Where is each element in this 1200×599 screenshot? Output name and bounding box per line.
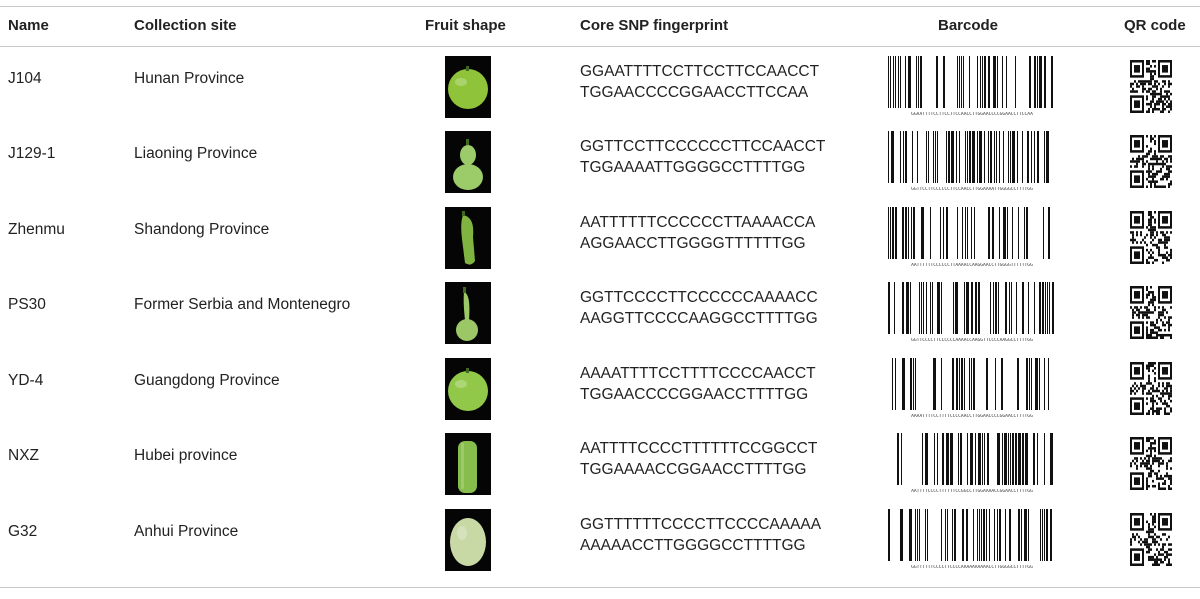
bottom-rule bbox=[0, 587, 1200, 588]
barcode-text: GGAATTTTCCTTCCTTCCAACCTTGGAACCCCGGAACCTT… bbox=[911, 112, 1033, 117]
table-row: G32 Anhui Province GGTTTTTTCCCCTTCCCCAAAAA… bbox=[0, 505, 1200, 581]
snp-line-1: GGTTTTTTCCCCTTCCCCAAAAA bbox=[580, 516, 822, 533]
barcode-image: AATTTTCCCCTTTTTTCCGGCCTTGGAAAACCGGAACCTT… bbox=[886, 433, 1058, 497]
cell-name: Zhenmu bbox=[8, 221, 65, 238]
table-row: YD-4 Guangdong Province AAAATTTTCCTTTTCCCC… bbox=[0, 354, 1200, 430]
barcode-image: AATTTTTTCCCCCCTTAAAACCAAGGAACCTTGGGGTTTT… bbox=[886, 207, 1058, 271]
cell-collection-site: Guangdong Province bbox=[134, 372, 280, 389]
fruit-photo bbox=[445, 282, 491, 344]
fruit-photo bbox=[445, 433, 491, 495]
qr-code-image bbox=[1130, 513, 1172, 566]
barcode-text: GGTTCCTTCCCCCCTTCCAACCTTGGAAAATTGGGGCCTT… bbox=[911, 187, 1033, 192]
qr-code-image bbox=[1130, 60, 1172, 113]
snp-line-2: TGGAACCCCGGAACCTTTTGG bbox=[580, 386, 809, 403]
barcode-image: GGTTTTTTCCCCTTCCCCAAAAAAAAAACCTTGGGGCCTT… bbox=[886, 509, 1058, 573]
fruit-photo bbox=[445, 207, 491, 269]
barcode-text: GGTTTTTTCCCCTTCCCCAAAAAAAAAACCTTGGGGCCTT… bbox=[911, 565, 1033, 570]
snp-fingerprint: GGTTCCCCTTCCCCCCAAAACC AAGGTTCCCCAAGGCCTT… bbox=[580, 287, 818, 329]
barcode-image: GGTTCCCCTTCCCCCCAAAACCAAGGTTCCCCAAGGCCTT… bbox=[886, 282, 1058, 346]
snp-line-2: TGGAAAATTGGGGCCTTTTGG bbox=[580, 159, 806, 176]
header-barcode: Barcode bbox=[938, 17, 999, 34]
cell-name: PS30 bbox=[8, 296, 46, 313]
snp-line-1: AATTTTTTCCCCCCTTAAAACCA bbox=[580, 214, 816, 231]
cell-name: YD-4 bbox=[8, 372, 44, 389]
top-rule bbox=[0, 6, 1200, 7]
header-snp-fingerprint: Core SNP fingerprint bbox=[580, 17, 729, 34]
snp-fingerprint: AAAATTTTCCTTTTCCCCAACCT TGGAACCCCGGAACCTT… bbox=[580, 363, 816, 405]
header-fruit-shape: Fruit shape bbox=[425, 17, 506, 34]
snp-line-1: GGAATTTTCCTTCCTTCCAACCT bbox=[580, 63, 820, 80]
barcode-image: GGTTCCTTCCCCCCTTCCAACCTTGGAAAATTGGGGCCTT… bbox=[886, 131, 1058, 195]
cell-name: J104 bbox=[8, 70, 42, 87]
table-row: Zhenmu Shandong Province AATTTTTTCCCCCCTTA… bbox=[0, 203, 1200, 279]
snp-fingerprint: GGTTCCTTCCCCCCTTCCAACCT TGGAAAATTGGGGCCTT… bbox=[580, 136, 825, 178]
qr-code-image bbox=[1130, 362, 1172, 415]
table-row: J104 Hunan Province GGAATTTTCCTTCCTTCCAACC… bbox=[0, 52, 1200, 128]
snp-line-1: AAAATTTTCCTTTTCCCCAACCT bbox=[580, 365, 816, 382]
cell-name: J129-1 bbox=[8, 145, 56, 162]
qr-code-image bbox=[1130, 135, 1172, 188]
cell-collection-site: Shandong Province bbox=[134, 221, 270, 238]
table-row: J129-1 Liaoning Province GGTTCCTTCCCCCCTTC… bbox=[0, 127, 1200, 203]
fruit-photo bbox=[445, 509, 491, 571]
barcode-image: AAAATTTTCCTTTTCCCCAACCTTGGAACCCCGGAACCTT… bbox=[886, 358, 1058, 422]
barcode-text: AATTTTTTCCCCCCTTAAAACCAAGGAACCTTGGGGTTTT… bbox=[911, 263, 1033, 268]
qr-code-image bbox=[1130, 211, 1172, 264]
snp-line-2: AAGGTTCCCCAAGGCCTTTTGG bbox=[580, 310, 818, 327]
fruit-photo bbox=[445, 358, 491, 420]
snp-line-2: TGGAAAACCGGAACCTTTTGG bbox=[580, 461, 807, 478]
cell-collection-site: Hubei province bbox=[134, 447, 238, 464]
snp-fingerprint: AATTTTTTCCCCCCTTAAAACCA AGGAACCTTGGGGTTTT… bbox=[580, 212, 815, 254]
qr-code-image bbox=[1130, 286, 1172, 339]
header-collection-site: Collection site bbox=[134, 17, 237, 34]
barcode-text: GGTTCCCCTTCCCCCCAAAACCAAGGTTCCCCAAGGCCTT… bbox=[911, 338, 1033, 343]
header-rule bbox=[0, 46, 1200, 47]
header-name: Name bbox=[8, 17, 49, 34]
barcode-text: AATTTTCCCCTTTTTTCCGGCCTTGGAAAACCGGAACCTT… bbox=[911, 489, 1033, 494]
header-qr-code: QR code bbox=[1124, 17, 1186, 34]
snp-line-2: AAAAACCTTGGGGCCTTTTGG bbox=[580, 537, 806, 554]
cell-collection-site: Liaoning Province bbox=[134, 145, 258, 162]
snp-fingerprint: GGTTTTTTCCCCTTCCCCAAAAA AAAAACCTTGGGGCCTT… bbox=[580, 514, 821, 556]
snp-line-1: GGTTCCCCTTCCCCCCAAAACC bbox=[580, 289, 818, 306]
snp-line-1: GGTTCCTTCCCCCCTTCCAACCT bbox=[580, 138, 826, 155]
cell-name: NXZ bbox=[8, 447, 39, 464]
cell-collection-site: Anhui Province bbox=[134, 523, 239, 540]
snp-line-2: AGGAACCTTGGGGTTTTTTGG bbox=[580, 235, 806, 252]
qr-code-image bbox=[1130, 437, 1172, 490]
table-row: PS30 Former Serbia and Montenegro GGTTCCCC… bbox=[0, 278, 1200, 354]
barcode-image: GGAATTTTCCTTCCTTCCAACCTTGGAACCCCGGAACCTT… bbox=[886, 56, 1058, 120]
snp-line-2: TGGAACCCCGGAACCTTCCAA bbox=[580, 84, 809, 101]
snp-line-1: AATTTTCCCCTTTTTTCCGGCCT bbox=[580, 440, 818, 457]
snp-fingerprint: AATTTTCCCCTTTTTTCCGGCCT TGGAAAACCGGAACCTT… bbox=[580, 438, 817, 480]
snp-fingerprint: GGAATTTTCCTTCCTTCCAACCT TGGAACCCCGGAACCTT… bbox=[580, 61, 819, 103]
cell-collection-site: Former Serbia and Montenegro bbox=[134, 296, 351, 313]
cell-name: G32 bbox=[8, 523, 38, 540]
table-row: NXZ Hubei province AATTTTCCCCTTTTTTCCGGCCT… bbox=[0, 429, 1200, 505]
fruit-photo bbox=[445, 131, 491, 193]
fruit-photo bbox=[445, 56, 491, 118]
barcode-text: AAAATTTTCCTTTTCCCCAACCTTGGAACCCCGGAACCTT… bbox=[911, 414, 1033, 419]
cell-collection-site: Hunan Province bbox=[134, 70, 245, 87]
